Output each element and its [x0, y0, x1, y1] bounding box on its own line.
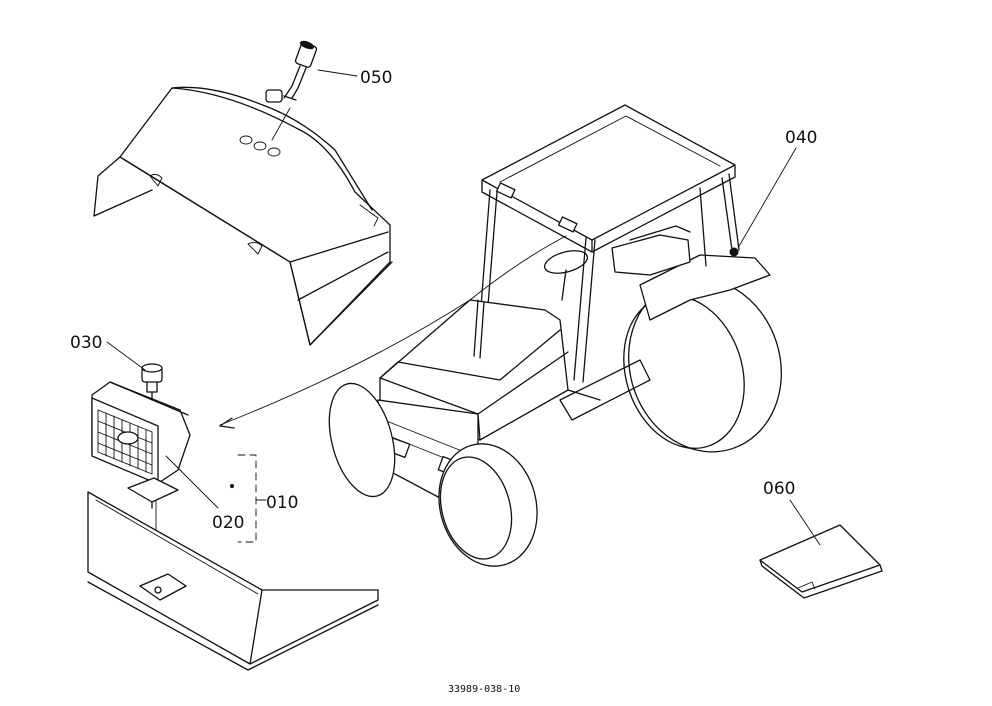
headlight-lens [97, 409, 153, 475]
tractor [219, 104, 782, 567]
leader-040 [737, 147, 797, 249]
callout-010: 010 [266, 493, 298, 513]
callout-020: 020 [212, 513, 244, 533]
bulb-part-030 [141, 363, 163, 401]
roof-logo-mark [239, 135, 281, 157]
figure-code: 33989-038-10 [448, 684, 520, 695]
bracket-010 [229, 454, 267, 543]
callout-040: 040 [785, 128, 817, 148]
callout-030: 030 [70, 333, 102, 353]
leader-060 [789, 499, 821, 546]
leader-030 [106, 341, 146, 371]
callout-050: 050 [360, 68, 392, 88]
leader-050 [317, 69, 358, 77]
fender-panel [87, 491, 379, 671]
manual-booklet-part-060 [759, 524, 883, 599]
roof-panel [93, 86, 393, 346]
callout-060: 060 [763, 479, 795, 499]
leader-020 [165, 455, 219, 509]
headlight-assembly [91, 363, 191, 591]
wiring-harness [219, 235, 567, 426]
bulb-socket-part-050 [265, 40, 318, 141]
